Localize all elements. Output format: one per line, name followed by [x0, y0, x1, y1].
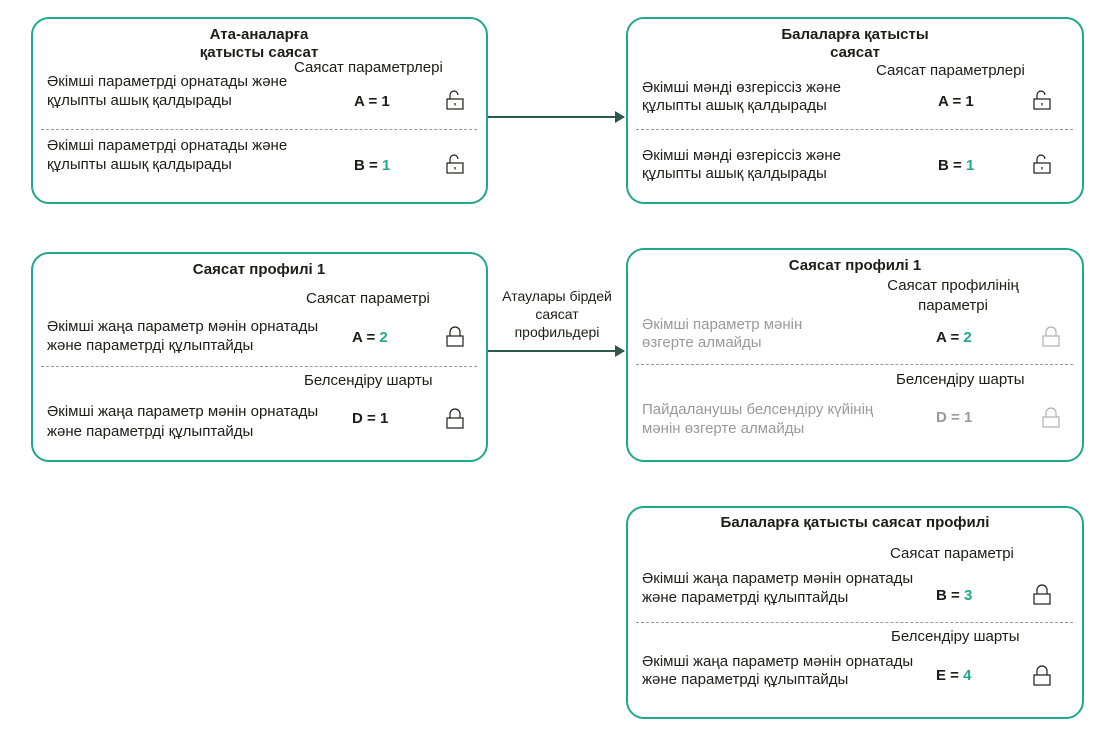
lock-closed-icon	[445, 326, 465, 348]
param-value: D = 1	[352, 410, 389, 427]
column-header: Саясат параметрі	[306, 290, 430, 307]
row-description: құлыпты ашық қалдырады	[642, 97, 827, 114]
parent-policy-box	[31, 17, 488, 204]
param-value: E = 4	[936, 667, 972, 684]
lock-closed-icon	[1032, 584, 1052, 606]
row-description: Әкімші мәнді өзгеріссіз және	[642, 147, 841, 164]
column-header: Белсендіру шарты	[304, 372, 433, 389]
parent-policy-title: қатысты саясат	[199, 44, 319, 61]
arrow-label: профильдері	[514, 324, 600, 340]
param-value: D = 1	[936, 409, 973, 426]
param-value: B = 3	[936, 587, 973, 604]
lock-closed-icon	[445, 408, 465, 430]
divider	[636, 364, 1073, 365]
child-profile-title: Саясат профилі 1	[788, 257, 922, 274]
parent-profile-box	[31, 252, 488, 462]
lock-closed-icon	[1041, 326, 1061, 348]
child-profile-box	[626, 248, 1084, 462]
divider	[636, 622, 1073, 623]
lock-open-icon	[445, 89, 465, 111]
child-only-profile-box	[626, 506, 1084, 719]
param-value: A = 2	[936, 329, 972, 346]
column-header: Саясат параметрлері	[294, 59, 443, 76]
param-value: A = 1	[354, 93, 390, 110]
row-description: Әкімші мәнді өзгеріссіз және	[642, 79, 841, 96]
parent-policy-title: Ата-аналарға	[209, 26, 309, 43]
child-policy-box	[626, 17, 1084, 204]
row-description: өзгерте алмайды	[642, 334, 762, 351]
row-description: және параметрді құлыптайды	[642, 671, 849, 688]
row-description: Әкімші параметрді орнатады және	[47, 137, 288, 154]
row-description: Әкімші жаңа параметр мәнін орнатады	[642, 653, 914, 670]
row-description: Әкімші жаңа параметр мәнін орнатады	[47, 318, 319, 335]
row-description: Әкімші параметрді орнатады және	[47, 73, 288, 90]
row-description: мәнін өзгерте алмайды	[642, 420, 805, 437]
param-value: A = 2	[352, 329, 388, 346]
arrow-label: саясат	[535, 306, 579, 322]
column-header: параметрі	[918, 297, 988, 314]
column-header: Саясат профилінің	[887, 277, 1019, 294]
row-description: және параметрді құлыптайды	[47, 337, 254, 354]
profile-arrow	[488, 345, 625, 357]
param-value: B = 1	[938, 157, 975, 174]
param-value: A = 1	[938, 93, 974, 110]
row-description: және параметрді құлыптайды	[642, 589, 849, 606]
child-policy-title: саясат	[830, 44, 880, 61]
row-description: құлыпты ашық қалдырады	[47, 92, 232, 109]
child-policy-title: Балаларға қатысты	[781, 26, 929, 43]
divider	[41, 366, 477, 367]
inheritance-arrow	[488, 111, 625, 123]
parent-profile-title: Саясат профилі 1	[192, 261, 326, 278]
column-header: Саясат параметрлері	[876, 62, 1025, 79]
row-description: Әкімші жаңа параметр мәнін орнатады	[642, 570, 914, 587]
row-description: Пайдаланушы белсендіру күйінің	[642, 401, 874, 418]
row-description: құлыпты ашық қалдырады	[47, 156, 232, 173]
column-header: Белсендіру шарты	[896, 371, 1025, 388]
lock-open-icon	[1032, 153, 1052, 175]
lock-open-icon	[1032, 89, 1052, 111]
row-description: Әкімші параметр мәнін	[642, 316, 803, 333]
row-description: және параметрді құлыптайды	[47, 423, 254, 440]
lock-closed-icon	[1041, 407, 1061, 429]
param-value: B = 1	[354, 157, 391, 174]
lock-open-icon	[445, 153, 465, 175]
child-only-profile-title: Балаларға қатысты саясат профилі	[720, 514, 990, 531]
column-header: Саясат параметрі	[890, 545, 1014, 562]
row-description: Әкімші жаңа параметр мәнін орнатады	[47, 403, 319, 420]
row-description: құлыпты ашық қалдырады	[642, 165, 827, 182]
column-header: Белсендіру шарты	[891, 628, 1020, 645]
divider	[636, 129, 1073, 130]
divider	[41, 129, 477, 130]
arrow-label: Атаулары бірдей	[502, 288, 612, 304]
lock-closed-icon	[1032, 665, 1052, 687]
